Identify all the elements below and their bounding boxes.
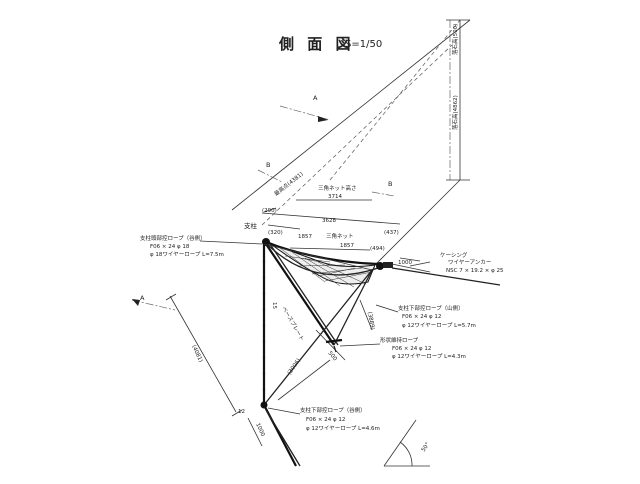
svg-text:3628: 3628 xyxy=(322,218,336,224)
svg-text:F06 × 24 φ 12: F06 × 24 φ 12 xyxy=(402,314,441,320)
top-dimensions: (290) (320) 3628 (437) 1857 三角ネット 1857 (… xyxy=(261,207,401,252)
drawing-scale: S=1/50 xyxy=(345,39,382,50)
svg-text:1857: 1857 xyxy=(340,243,354,249)
svg-text:NSC 7 × 19.2 × φ 25: NSC 7 × 19.2 × φ 25 xyxy=(446,268,504,274)
annotation-post-top-rope: 支柱頭部控ロープ（谷側） F06 × 24 φ 18 φ 18ワイヤーロープ L… xyxy=(140,234,263,258)
svg-text:1000: 1000 xyxy=(254,422,266,438)
label-post: 支柱 xyxy=(244,221,258,230)
svg-text:A: A xyxy=(140,294,145,302)
svg-text:φ 12ワイヤーロープ L=4.6m: φ 12ワイヤーロープ L=4.6m xyxy=(306,425,380,432)
svg-text:ワイヤーアンカー: ワイヤーアンカー xyxy=(448,259,491,266)
svg-text:(3889): (3889) xyxy=(366,311,375,330)
svg-text:1000: 1000 xyxy=(398,260,412,266)
svg-text:F06 × 24 φ 18: F06 × 24 φ 18 xyxy=(150,244,190,250)
annotation-lower-rope-mountain: 支柱下部控ロープ（山側） F06 × 24 φ 12 φ 12ワイヤーロープ L… xyxy=(375,304,476,329)
svg-text:支柱下部控ロープ（谷側）: 支柱下部控ロープ（谷側） xyxy=(300,406,366,414)
svg-text:(3006): (3006) xyxy=(287,358,302,376)
svg-text:支柱下部控ロープ（山側）: 支柱下部控ロープ（山側） xyxy=(398,304,464,312)
svg-text:B: B xyxy=(266,161,270,169)
label-triangle-net-height: 三角ネット高さ xyxy=(318,184,357,192)
svg-text:形状維持ロープ: 形状維持ロープ xyxy=(380,336,419,344)
mountain-side-anchor xyxy=(376,262,393,270)
svg-text:(290): (290) xyxy=(262,208,277,214)
svg-text:(494): (494) xyxy=(370,246,385,252)
svg-text:F06 × 24 φ 12: F06 × 24 φ 12 xyxy=(392,346,431,352)
annotation-diagonal-rope: 形状維持ロープ F06 × 24 φ 12 φ 12ワイヤーロープ L=4.3m xyxy=(339,336,466,360)
svg-text:φ 12ワイヤーロープ L=5.7m: φ 12ワイヤーロープ L=5.7m xyxy=(402,322,476,329)
right-anchor-assembly: 1000 ケーシング ワイヤーアンカー NSC 7 × 19.2 × φ 25 xyxy=(391,251,504,286)
svg-text:(437): (437) xyxy=(384,230,399,236)
label-design-height-main: 落石高(4862) xyxy=(451,95,459,130)
svg-text:三角ネット: 三角ネット xyxy=(326,232,354,240)
section-a-marker-top: A xyxy=(279,94,331,122)
reference-lines xyxy=(231,19,471,266)
drawing-title: 側 面 図 xyxy=(278,35,354,53)
svg-text:B: B xyxy=(388,180,392,188)
ground-slope-angle: 50° xyxy=(383,419,432,467)
svg-text:φ 18ワイヤーロープ L=7.5m: φ 18ワイヤーロープ L=7.5m xyxy=(150,251,224,258)
svg-text:(4081): (4081) xyxy=(190,344,203,363)
svg-text:ケーシング: ケーシング xyxy=(440,251,468,259)
svg-text:500: 500 xyxy=(326,350,338,362)
section-b-marker-right: B xyxy=(371,180,395,197)
label-design-height-top: 落石高(500) xyxy=(451,24,459,55)
left-slope-dimension: (4081) xyxy=(165,293,243,417)
svg-text:A: A xyxy=(313,94,318,102)
label-base-plate: ベースプレート xyxy=(280,306,305,343)
svg-text:支柱頭部控ロープ（谷側）: 支柱頭部控ロープ（谷側） xyxy=(140,234,206,242)
svg-text:φ 12ワイヤーロープ L=4.3m: φ 12ワイヤーロープ L=4.3m xyxy=(392,353,466,360)
svg-text:1857: 1857 xyxy=(298,234,312,240)
label-triangle-net-height-value: 3714 xyxy=(328,194,342,200)
svg-text:(320): (320) xyxy=(268,230,283,236)
section-b-marker-left: B xyxy=(257,161,283,183)
svg-text:50°: 50° xyxy=(421,442,432,454)
svg-text:F06 × 24 φ 12: F06 × 24 φ 12 xyxy=(306,417,345,423)
post-main xyxy=(265,243,339,346)
section-a-marker-bottom: A xyxy=(131,294,176,311)
annotation-lower-rope-valley: 支柱下部控ロープ（谷側） F06 × 24 φ 12 φ 12ワイヤーロープ L… xyxy=(267,406,380,432)
valley-rope-links xyxy=(262,260,266,392)
svg-text:15: 15 xyxy=(271,302,277,309)
svg-text:12: 12 xyxy=(238,409,245,415)
ground-post-base xyxy=(325,338,343,353)
bottom-anchor xyxy=(260,401,301,467)
